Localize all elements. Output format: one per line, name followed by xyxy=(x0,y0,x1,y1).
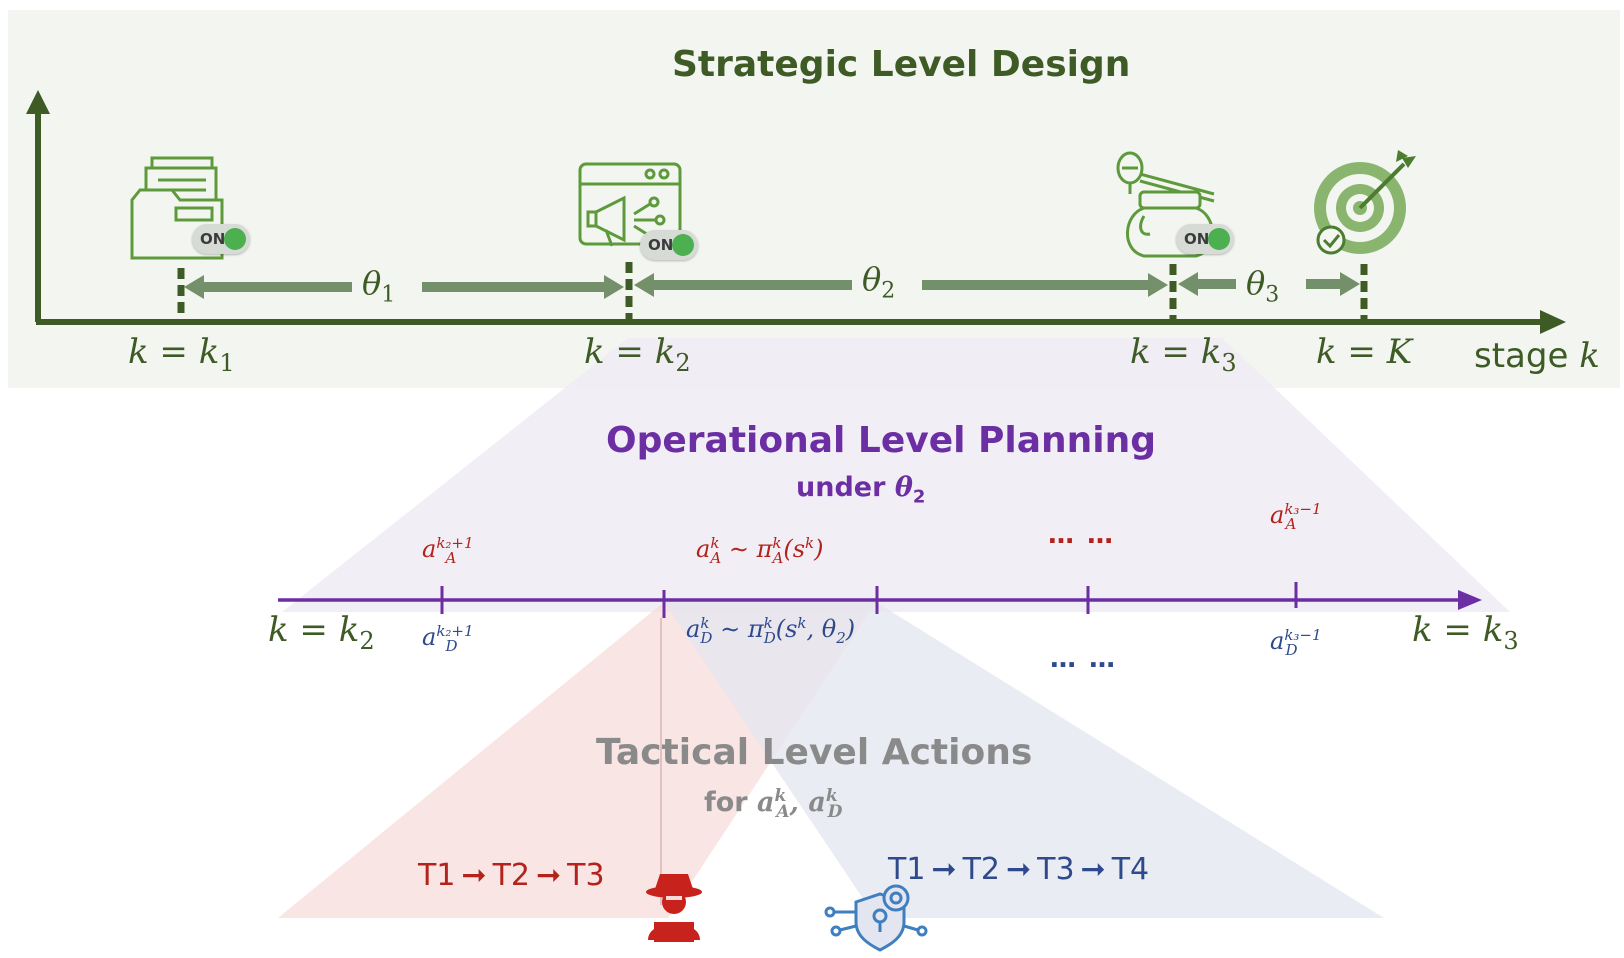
stage-axis-label: stage k xyxy=(1474,336,1600,376)
operational-title: Operational Level Planning xyxy=(606,420,1157,461)
defender-technique-sequence: T1➞T2➞T3➞T4 xyxy=(888,852,1149,887)
toggle-knob xyxy=(224,228,246,250)
attacker-technique-1: T1 xyxy=(418,858,456,893)
stage-label-k3: k = k3 xyxy=(1130,332,1237,377)
shield-circuit-icon xyxy=(824,884,928,952)
tactical-title: Tactical Level Actions xyxy=(596,732,1033,773)
toggle-on-k1[interactable]: ON xyxy=(192,224,250,254)
operational-axis-arrowhead xyxy=(1458,590,1482,610)
theta3-arrow-left-head xyxy=(1178,272,1198,296)
toggle-text: ON xyxy=(1184,230,1210,248)
defender-action-last: ak₃−1D xyxy=(1270,626,1322,659)
sequence-arrow-icon: ➞ xyxy=(1005,852,1032,887)
operational-zoom-trapezoid xyxy=(282,338,1510,612)
strategic-title: Strategic Level Design xyxy=(672,44,1131,85)
stage-axis-arrowhead xyxy=(1540,310,1566,334)
sequence-arrow-icon: ➞ xyxy=(931,852,957,887)
toggle-knob xyxy=(672,234,694,256)
defender-tactical-wedge xyxy=(664,602,1384,918)
theta2-label: θ2 xyxy=(856,260,902,304)
megaphone-icon xyxy=(578,162,682,247)
attacker-technique-3: T3 xyxy=(567,858,605,893)
operational-right-label: k = k3 xyxy=(1412,610,1519,655)
sequence-arrow-icon: ➞ xyxy=(461,858,487,893)
vertical-axis-arrowhead xyxy=(26,90,50,114)
attacker-action-1: ak₂+1A xyxy=(422,534,474,567)
toggle-on-k2[interactable]: ON xyxy=(640,230,698,260)
theta3-label: θ3 xyxy=(1240,264,1286,308)
toggle-text: ON xyxy=(648,236,674,254)
defender-technique-2: T2 xyxy=(962,852,1000,887)
sequence-arrow-icon: ➞ xyxy=(1080,852,1106,887)
theta1-arrow-left-head xyxy=(184,275,204,299)
defender-technique-1: T1 xyxy=(888,852,926,887)
theta1-arrow-right-head xyxy=(604,275,624,299)
operational-left-label: k = k2 xyxy=(268,610,375,655)
attacker-technique-2: T2 xyxy=(492,858,530,893)
stage-label-k1: k = k1 xyxy=(128,332,235,377)
defender-ellipsis: … … xyxy=(1050,644,1118,674)
hacker-icon xyxy=(646,874,702,942)
attacker-ellipsis: … … xyxy=(1048,520,1116,550)
operational-subtitle: under θ2 xyxy=(796,472,926,508)
theta1-label: θ1 xyxy=(356,264,402,308)
stage-label-k2: k = k2 xyxy=(584,332,691,377)
defender-technique-3: T3 xyxy=(1037,852,1075,887)
toggle-on-k3[interactable]: ON xyxy=(1176,224,1234,254)
theta3-arrow-right-head xyxy=(1340,272,1360,296)
theta2-arrow-right-head xyxy=(1148,273,1168,297)
attacker-action-2: akA ∼ πkA(sk) xyxy=(696,534,824,567)
stage-label-K: k = K xyxy=(1316,332,1413,372)
toggle-knob xyxy=(1208,228,1230,250)
defender-action-2: akD ∼ πkD(sk, θ2) xyxy=(686,614,856,647)
defender-technique-4: T4 xyxy=(1111,852,1150,887)
theta2-arrow-left-head xyxy=(634,273,654,297)
attacker-technique-sequence: T1➞T2➞T3 xyxy=(418,858,605,893)
tactical-subtitle: for akA, akD xyxy=(704,786,843,823)
attacker-action-last: ak₃−1A xyxy=(1270,500,1322,533)
target-icon xyxy=(1314,150,1416,255)
sequence-arrow-icon: ➞ xyxy=(535,858,562,893)
toggle-text: ON xyxy=(200,230,226,248)
defender-action-1: ak₂+1D xyxy=(422,622,474,655)
